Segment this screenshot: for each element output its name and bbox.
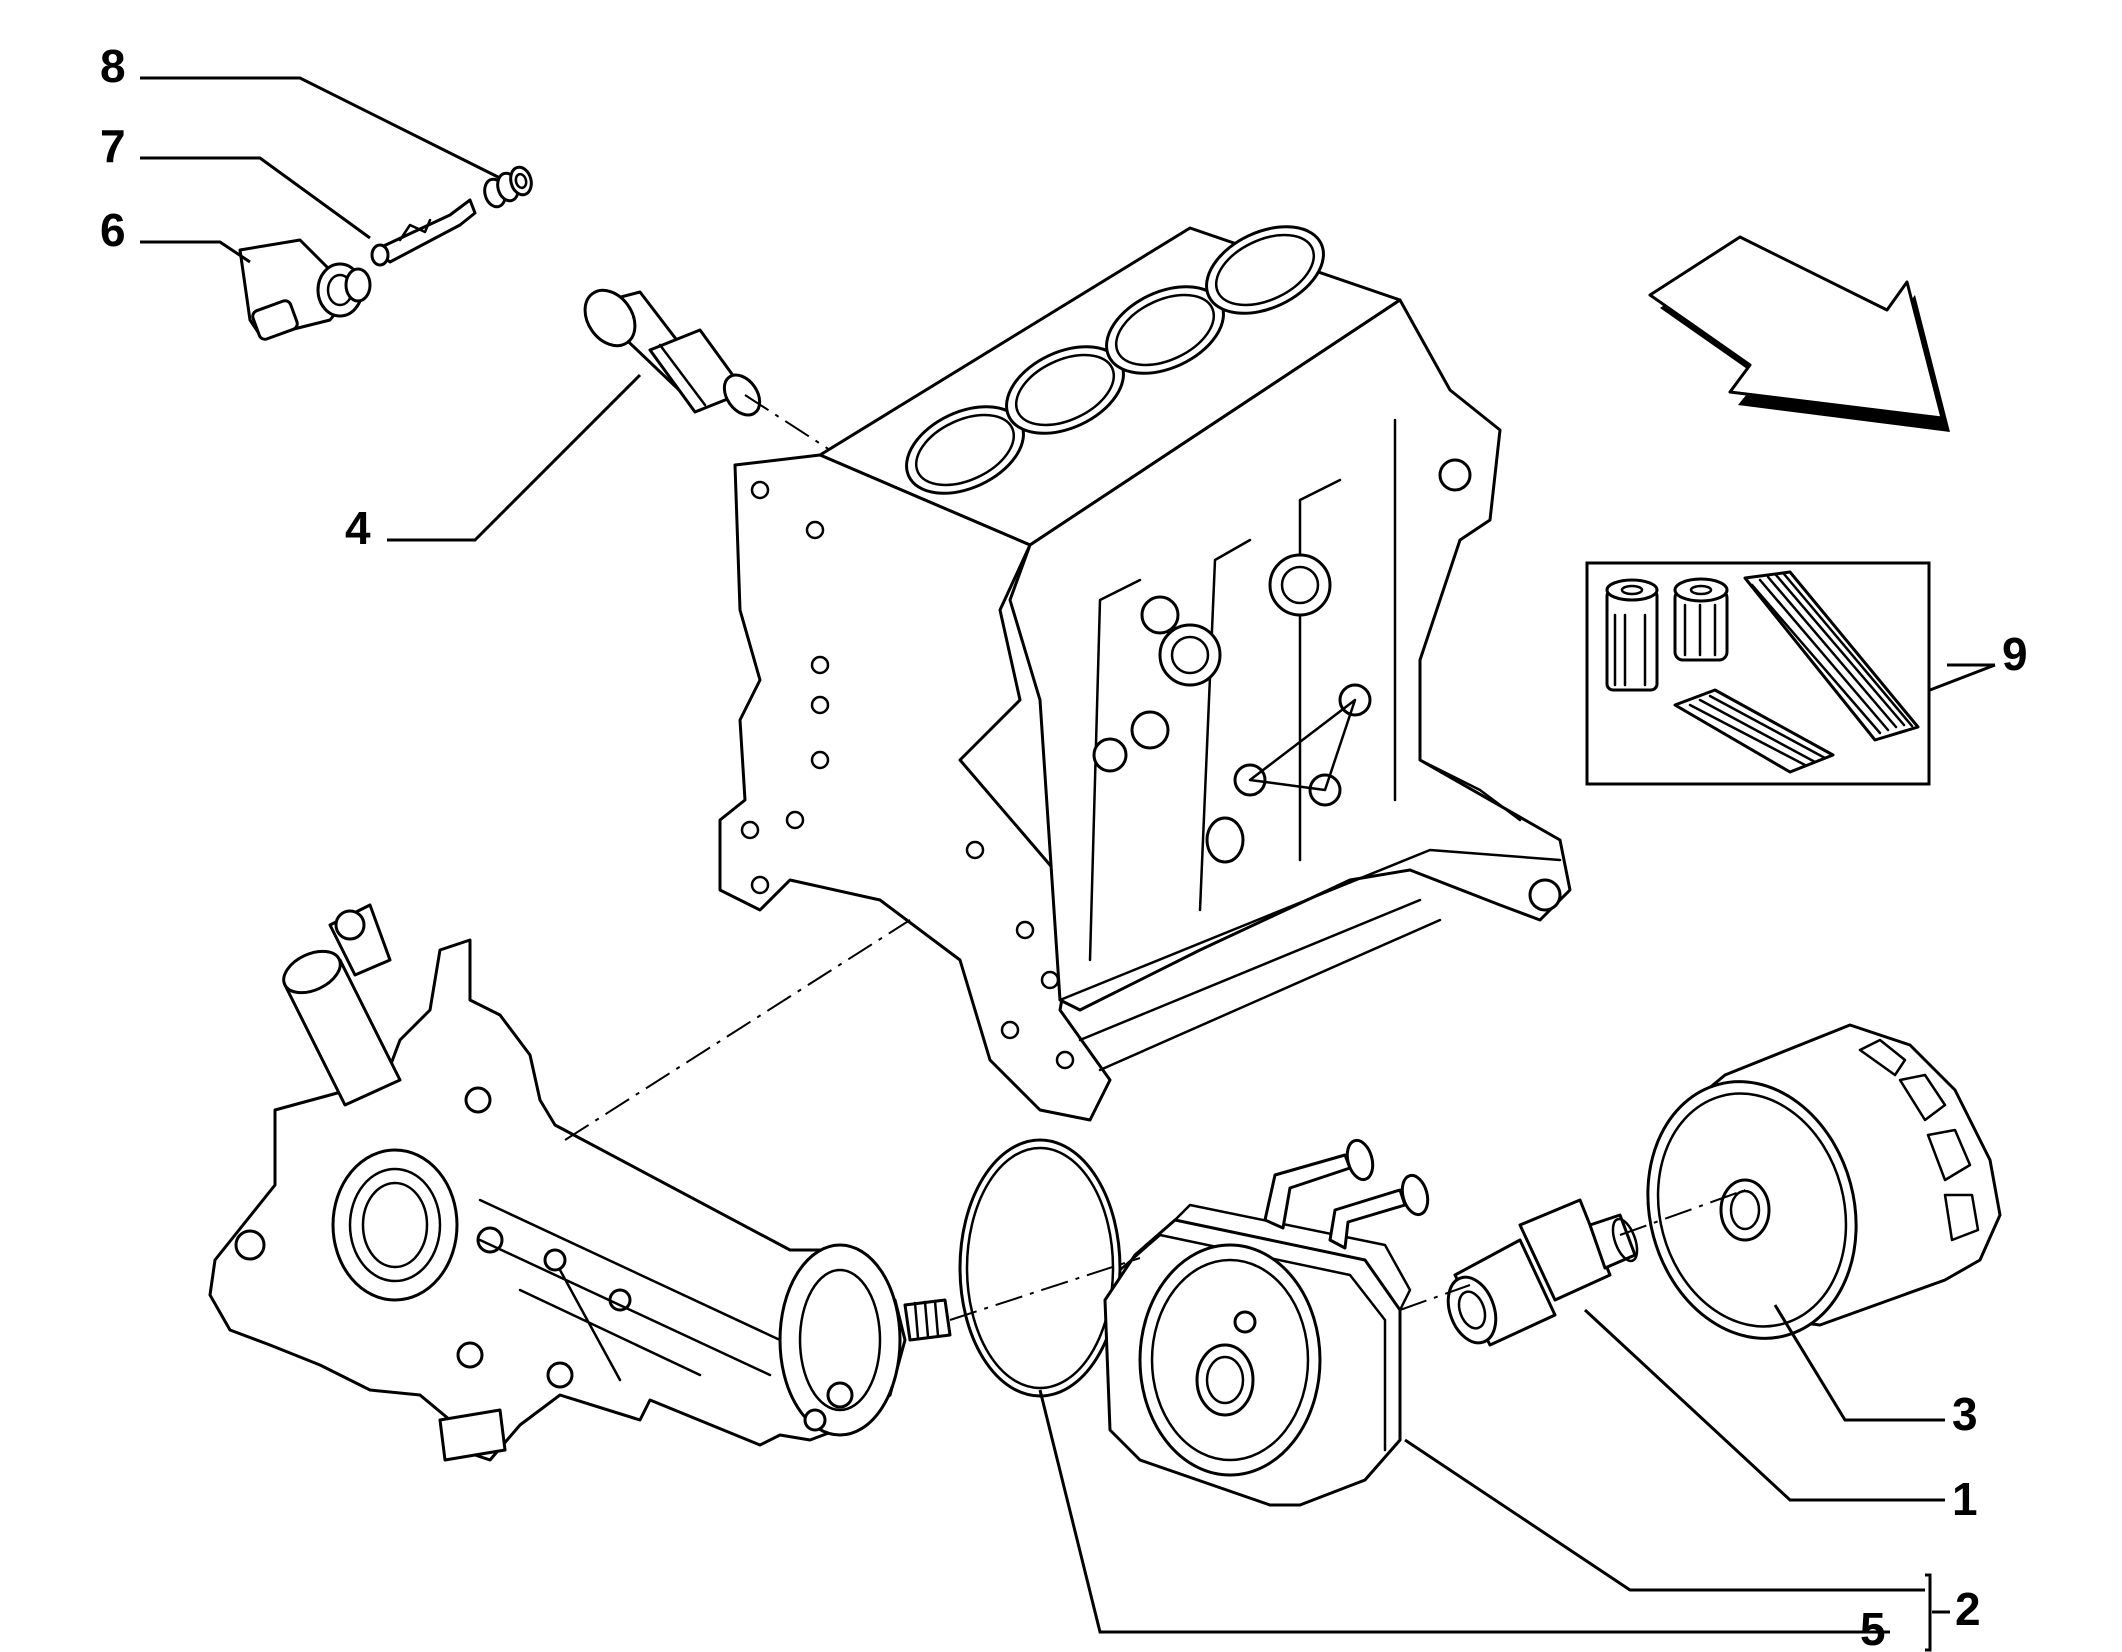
direction-arrow-icon [1648, 235, 1950, 432]
callout-4: 4 [345, 502, 371, 554]
kit-air-filter-icon [1743, 570, 1920, 742]
oil-pressure-switch [583, 288, 762, 417]
callout-5: 5 [1860, 1603, 1886, 1652]
callout-3: 3 [1952, 1388, 1978, 1440]
callout-6: 6 [100, 204, 126, 256]
oil-filter-adapter-housing [208, 903, 952, 1462]
oil-cooler [1103, 1138, 1430, 1507]
kit-oil-filter-a-icon [1605, 578, 1659, 692]
callout-labels: 8 7 6 4 9 3 1 2 5 [100, 40, 2028, 1652]
engine-block [718, 225, 1572, 1122]
oil-filter [1646, 1023, 2002, 1340]
terminal-pin [370, 198, 477, 267]
callout-7: 7 [100, 120, 126, 172]
callout-8: 8 [100, 40, 126, 92]
seal-grommet [483, 165, 533, 209]
callout-9: 9 [2002, 628, 2028, 680]
filter-kit-inset [1585, 561, 1931, 786]
kit-oil-filter-b-icon [1673, 577, 1729, 662]
assembly-axis-lines [564, 394, 1746, 1321]
kit-cabin-filter-icon [1673, 688, 1835, 774]
threaded-union [1446, 1198, 1639, 1347]
callout-1: 1 [1952, 1473, 1978, 1525]
leader-lines [140, 76, 1996, 1652]
callout-2: 2 [1955, 1583, 1981, 1635]
connector-housing [238, 238, 372, 341]
o-ring-seal [958, 1138, 1122, 1398]
